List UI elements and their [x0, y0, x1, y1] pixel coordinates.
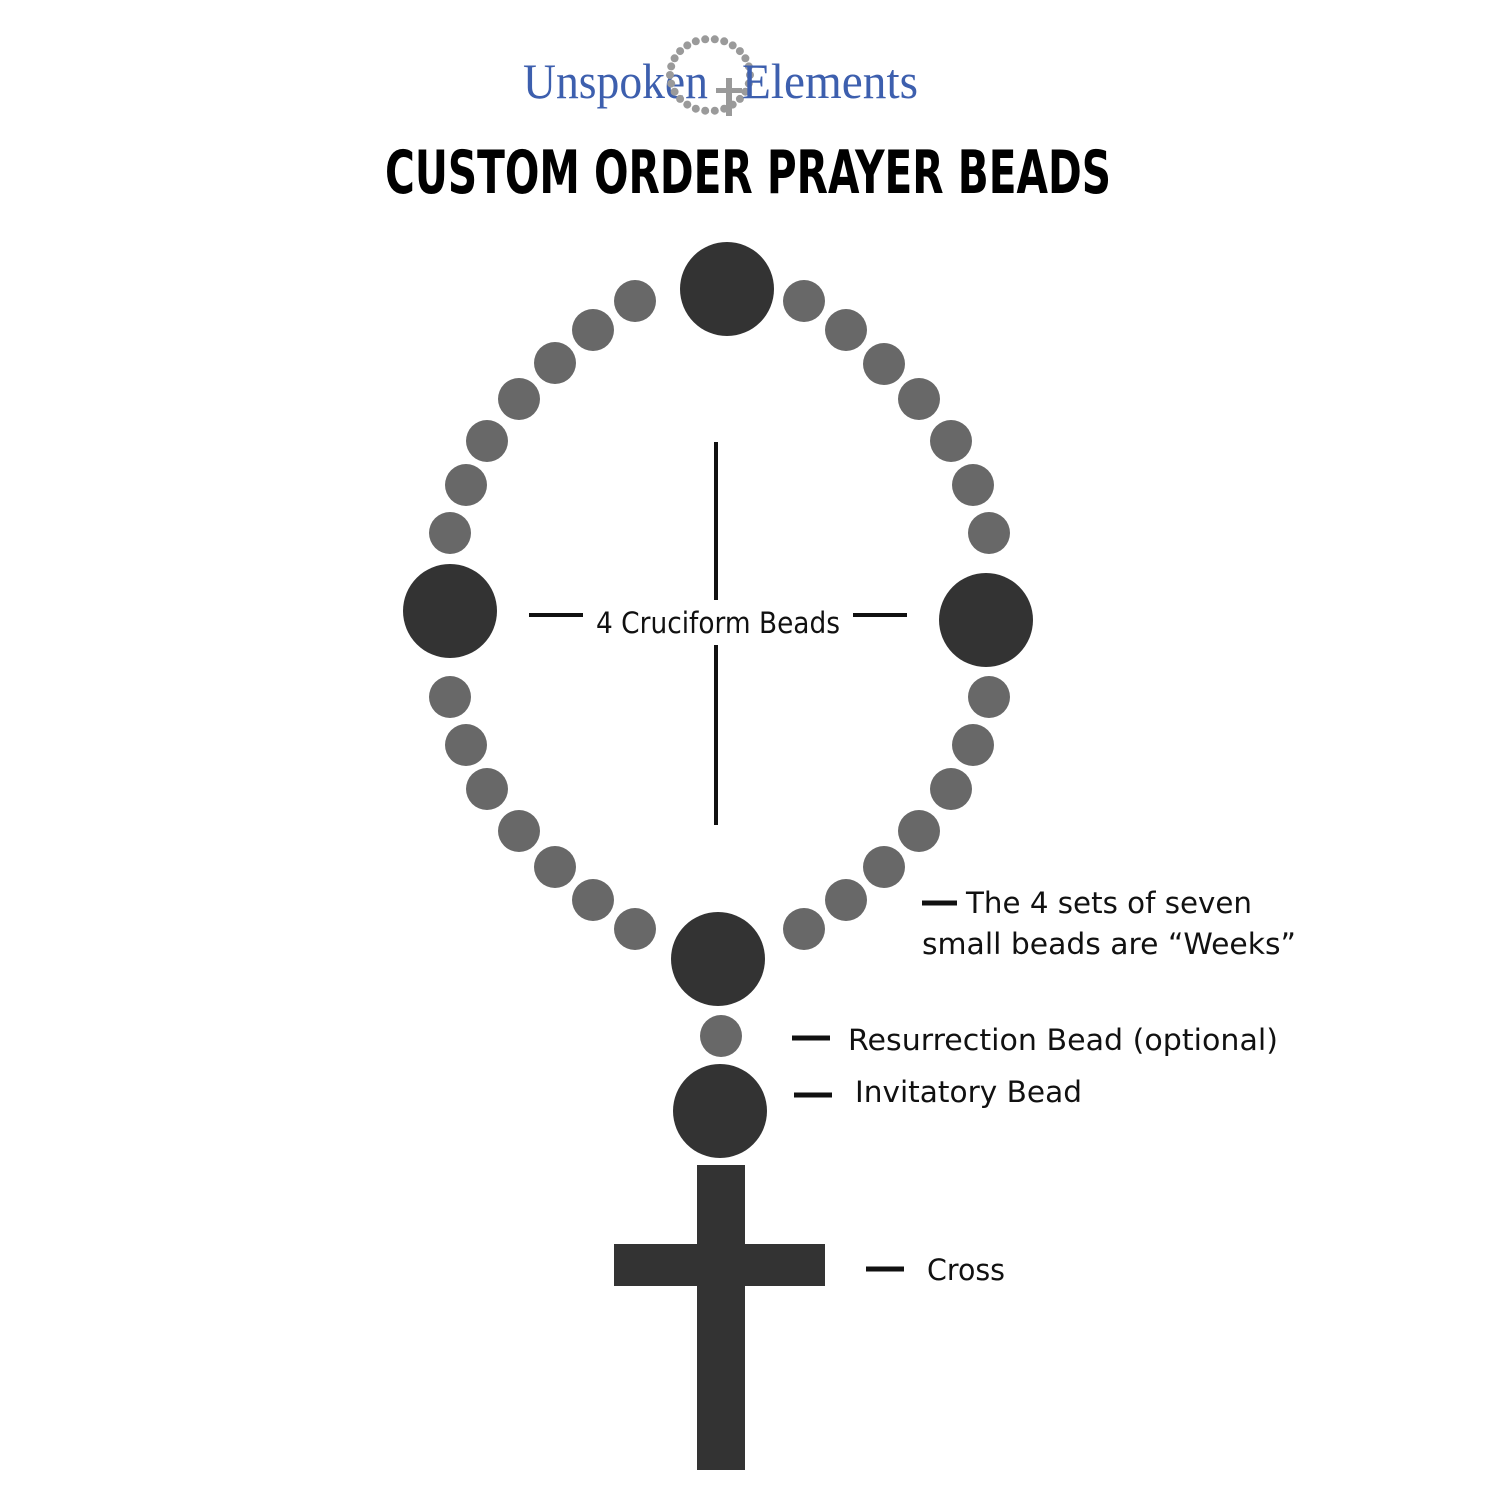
label-weeks-line2: small beads are “Weeks” — [922, 927, 1296, 961]
logo-rosary-bead — [720, 37, 729, 46]
logo-rosary-bead — [676, 47, 685, 56]
logo-rosary-bead — [683, 100, 692, 109]
week-bead — [498, 810, 540, 852]
invitatory-bead — [673, 1064, 767, 1158]
logo-rosary-bead — [691, 104, 700, 113]
week-bead — [968, 512, 1010, 554]
logo-rosary-bead — [741, 87, 750, 96]
week-bead — [898, 378, 940, 420]
cross-vertical-bar — [697, 1165, 745, 1470]
week-bead — [968, 676, 1010, 718]
week-bead — [825, 309, 867, 351]
rosary-logo-icon — [666, 35, 754, 116]
week-bead — [783, 908, 825, 950]
logo-rosary-bead — [683, 41, 692, 50]
logo-rosary-bead — [667, 79, 676, 88]
week-bead — [572, 309, 614, 351]
label-invitatory-bead: Invitatory Bead — [855, 1075, 1082, 1109]
week-bead — [952, 464, 994, 506]
week-bead — [863, 846, 905, 888]
label-cross: Cross — [927, 1253, 1005, 1287]
week-bead — [429, 512, 471, 554]
weeks-bottom-left — [429, 676, 656, 950]
week-bead — [429, 676, 471, 718]
logo-rosary-bead — [746, 71, 754, 79]
logo-rosary-bead — [670, 87, 679, 96]
week-bead — [445, 464, 487, 506]
cruciform-bead-top — [680, 242, 774, 336]
logo-rosary-bead — [676, 94, 685, 103]
week-bead — [498, 378, 540, 420]
week-bead — [534, 342, 576, 384]
week-bead — [898, 810, 940, 852]
logo: Unspoken Elements — [523, 35, 918, 116]
cross-horizontal-bar — [614, 1244, 825, 1286]
page-title: CUSTOM ORDER PRAYER BEADS — [385, 138, 1111, 208]
week-bead — [534, 846, 576, 888]
logo-rosary-bead — [701, 35, 710, 44]
label-resurrection-bead: Resurrection Bead (optional) — [848, 1023, 1278, 1057]
week-bead — [466, 420, 508, 462]
logo-rosary-bead — [710, 106, 719, 115]
week-bead — [783, 280, 825, 322]
label-weeks-line1: The 4 sets of seven — [965, 886, 1252, 920]
weeks-bottom-right — [783, 676, 1010, 950]
week-bead — [445, 724, 487, 766]
cross-pendant — [614, 1165, 825, 1470]
week-bead — [930, 768, 972, 810]
week-bead — [466, 768, 508, 810]
logo-rosary-bead — [710, 35, 719, 44]
weeks-top-left — [429, 280, 656, 554]
logo-cross-vertical — [726, 78, 732, 116]
week-bead — [952, 724, 994, 766]
week-bead — [930, 420, 972, 462]
label-cruciform-beads: 4 Cruciform Beads — [596, 606, 840, 640]
cruciform-bead-left — [403, 564, 497, 658]
logo-rosary-bead — [667, 62, 676, 71]
logo-rosary-bead — [691, 37, 700, 46]
logo-rosary-bead — [735, 47, 744, 56]
logo-word-right: Elements — [742, 53, 918, 109]
week-bead — [825, 879, 867, 921]
logo-rosary-bead — [670, 54, 679, 63]
logo-rosary-bead — [744, 62, 753, 71]
logo-cross-horizontal — [716, 88, 742, 93]
week-bead — [572, 879, 614, 921]
resurrection-bead — [700, 1015, 742, 1057]
cruciform-bead-right — [939, 573, 1033, 667]
week-bead — [863, 343, 905, 385]
logo-rosary-bead — [741, 54, 750, 63]
logo-rosary-bead — [728, 41, 737, 50]
logo-rosary-bead — [744, 79, 753, 88]
logo-rosary-bead — [701, 106, 710, 115]
weeks-top-right — [783, 280, 1010, 554]
week-bead — [614, 280, 656, 322]
week-bead — [614, 908, 656, 950]
logo-rosary-bead — [735, 94, 744, 103]
logo-rosary-bead — [666, 71, 674, 79]
cruciform-bead-bottom — [671, 912, 765, 1006]
